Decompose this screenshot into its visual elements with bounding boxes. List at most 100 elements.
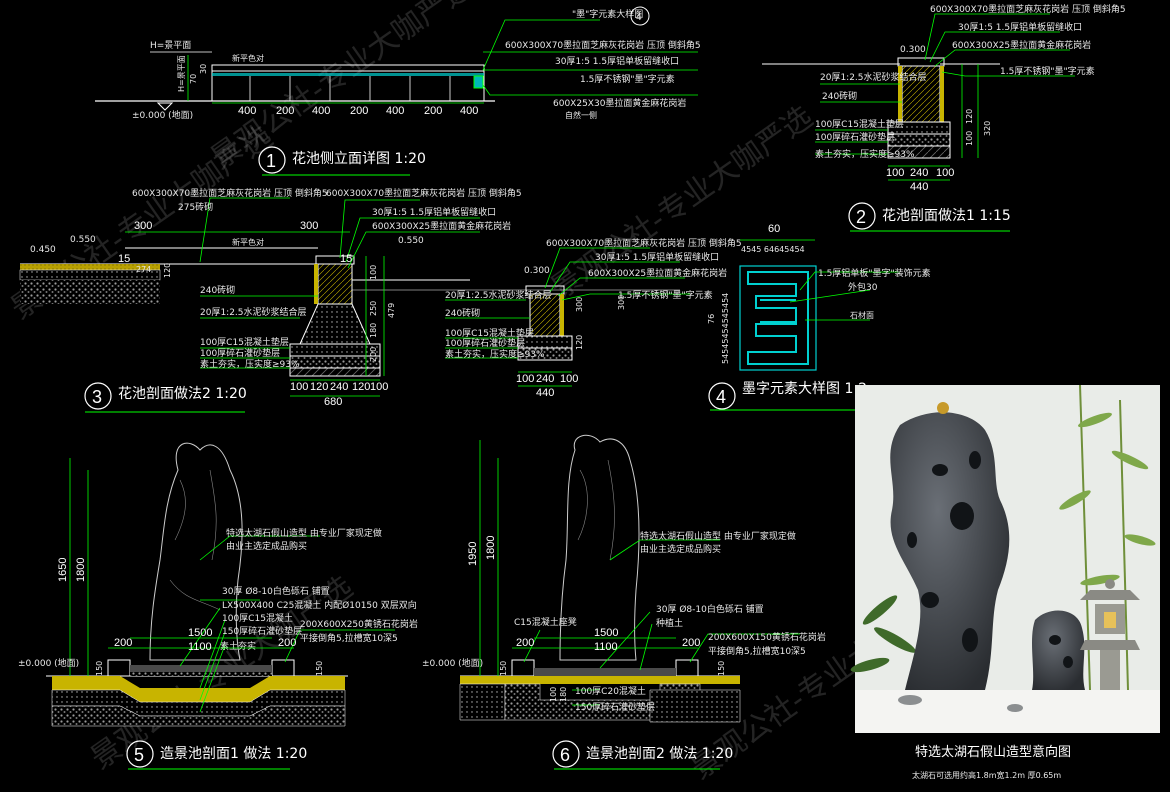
v3-vdim: 300 [575,297,584,312]
v4-top-dims: 4545 64645454 [741,245,805,254]
v5-note: 特选太湖石假山造型 由专业厂家现定做 [226,527,382,539]
stone-lantern [1080,579,1140,690]
v2-note: 20厚1:2.5水泥砂浆结合层 [820,71,927,83]
v3-dim-total-b2: 440 [536,387,554,399]
v3-note: 新平色对 [232,237,264,247]
v6-dim: 200 [516,637,534,649]
v6-vdim: 180 [559,687,568,702]
v5-note: 150厚碎石灌砂垫层 [222,625,302,637]
v5-note: 素土夯实 [220,640,256,652]
rock-holes [907,451,981,652]
v2-view-number: 2 [856,207,866,227]
v3-dim-b: 120 [310,381,328,393]
v6-dim: 1100 [594,641,618,653]
v3-dim-b2: 100 [516,373,534,385]
v5-note: LX500X400 C25混凝土 内配Ø10150 双层双向 [222,599,417,611]
view-4-detail: 60 4545 64645454 54545454545454 76 1.5厚铝… [707,223,931,411]
v5-note: 平接倒角5,拉槽宽10深5 [300,632,398,644]
v4-note: 石材面 [850,310,874,320]
v3-dim-b2: 240 [536,373,554,385]
v3b-note: 600X300X25墨拉面黄金麻花岗岩 [588,267,727,279]
v2-dim: 100 [886,167,904,179]
v5-view-number: 5 [134,745,144,765]
v2-note: 100厚碎石灌砂垫层 [815,131,895,143]
view-3-section: 0.450 0.550 0.550 0.300 600X300X70墨拉面 [19,187,742,413]
v1-top-note: 新平色对 [232,53,264,63]
v6-vdim: 100 [549,687,558,702]
v3-dim-total: 680 [324,396,342,408]
v6-vdim: 150 [717,661,726,676]
v1-note: 600X300X70墨拉面芝麻灰花岗岩 压顶 倒斜角5 [505,39,701,51]
v6-vdim: 150 [499,661,508,676]
v1-dim: 200 [276,105,294,117]
v5-note: 200X600X250黄锈石花岗岩 [300,618,418,630]
v4-top-dim: 60 [768,223,780,235]
v3-level: 0.550 [70,235,96,245]
v2-note: 100厚C15混凝土垫层 [815,118,904,130]
v4-view-title: 墨字元素大样图 1:2 [742,381,867,397]
v4-note: 外包30 [848,281,878,293]
v3-level: 0.450 [30,245,56,255]
v3-vdim: 180 [369,323,378,338]
v4-vdims: 54545454545454 [721,293,730,364]
v2-note: 30厚1:5 1.5厚铝单板留缝收口 [958,21,1082,33]
photo-caption: 特选太湖石假山造型意向图 [915,744,1071,760]
v3b-note: 素土夯实，压实度≥93% [445,348,545,360]
v1-dim: 400 [460,105,478,117]
v1-vdim: 70 [189,74,198,84]
v1-bottom-dims: 400 200 400 200 400 200 400 [238,105,478,117]
view-1-elevation: 新平色对 H=景平面 ±0.000 (地面) H=景平面 70 30 400 2… [95,6,701,176]
taihu-rock-large [890,412,1010,690]
v6-view-number: 6 [560,745,570,765]
v3-dim-b: 120 [352,381,370,393]
v5-vdim: 150 [95,661,104,676]
v3-note: 100厚C15混凝土垫层 [200,336,289,348]
v3-dim-b: 100 [370,381,388,393]
v3-note: 600X300X25墨拉面黄金麻花岗岩 [372,220,511,232]
v3b-note: 100厚C15混凝土垫层 [445,327,534,339]
v2-vdim: 100 [965,131,974,146]
v6-view-title: 造景池剖面2 做法 1:20 [586,746,733,762]
v4-height: 76 [707,314,716,324]
v3-dim: 300 [300,220,318,232]
v3b-note: 20厚1:2.5水泥砂浆结合层 [445,289,552,301]
v5-vdim: 150 [315,661,324,676]
v3-vdim: 200 [369,347,378,362]
v3-level: 0.550 [398,236,424,246]
v1-dim: 400 [238,105,256,117]
v2-top-level: 0.300 [900,45,926,55]
v3-dim: 15 [340,253,352,265]
v1-note: 1.5厚不锈钢"墨"字元素 [580,73,675,85]
v5-note: 100厚C15混凝土 [222,612,293,624]
v2-vdim: 320 [983,121,992,136]
v3-vdim: 100 [369,265,378,280]
v6-height: 1950 [467,542,479,566]
v6-note: 特选太湖石假山造型 由专业厂家现定做 [640,530,796,542]
v5-dim: 200 [114,637,132,649]
v2-note: 素土夯实，压实度≥93% [815,148,915,160]
v1-view-title: 花池侧立面详图 1:20 [292,151,426,167]
v5-height: 1650 [57,558,69,582]
v5-note: 30厚 Ø8-10白色砾石 铺置 [222,585,330,597]
v3-dim-b2: 100 [560,373,578,385]
v5-ground: ±0.000 (地面) [18,657,79,669]
rock-outline [149,442,243,661]
v5-dim: 1500 [188,627,212,639]
v3-vdim: 479 [387,303,396,318]
v3-note: 20厚1:2.5水泥砂浆结合层 [200,306,307,318]
v1-view-number: 1 [266,151,276,171]
planter-trim [212,73,484,76]
v4-view-number: 4 [716,387,726,407]
v3-note: 30厚1:5 1.5厚铝单板留缝收口 [372,206,496,218]
v1-vdim: 30 [199,64,208,74]
v2-view-title: 花池剖面做法1 1:15 [882,208,1011,224]
v5-note: 由业主选定成品购买 [226,540,307,552]
v1-dim: 200 [350,105,368,117]
v3-view-title: 花池剖面做法2 1:20 [118,386,247,402]
v3-vdim: 120 [163,263,172,278]
v3-vdim: 120 [575,335,584,350]
moji-element-marker [473,75,484,89]
v6-note: 200X600X150黄锈石花岗岩 [708,631,826,643]
v5-dim: 200 [278,637,296,649]
